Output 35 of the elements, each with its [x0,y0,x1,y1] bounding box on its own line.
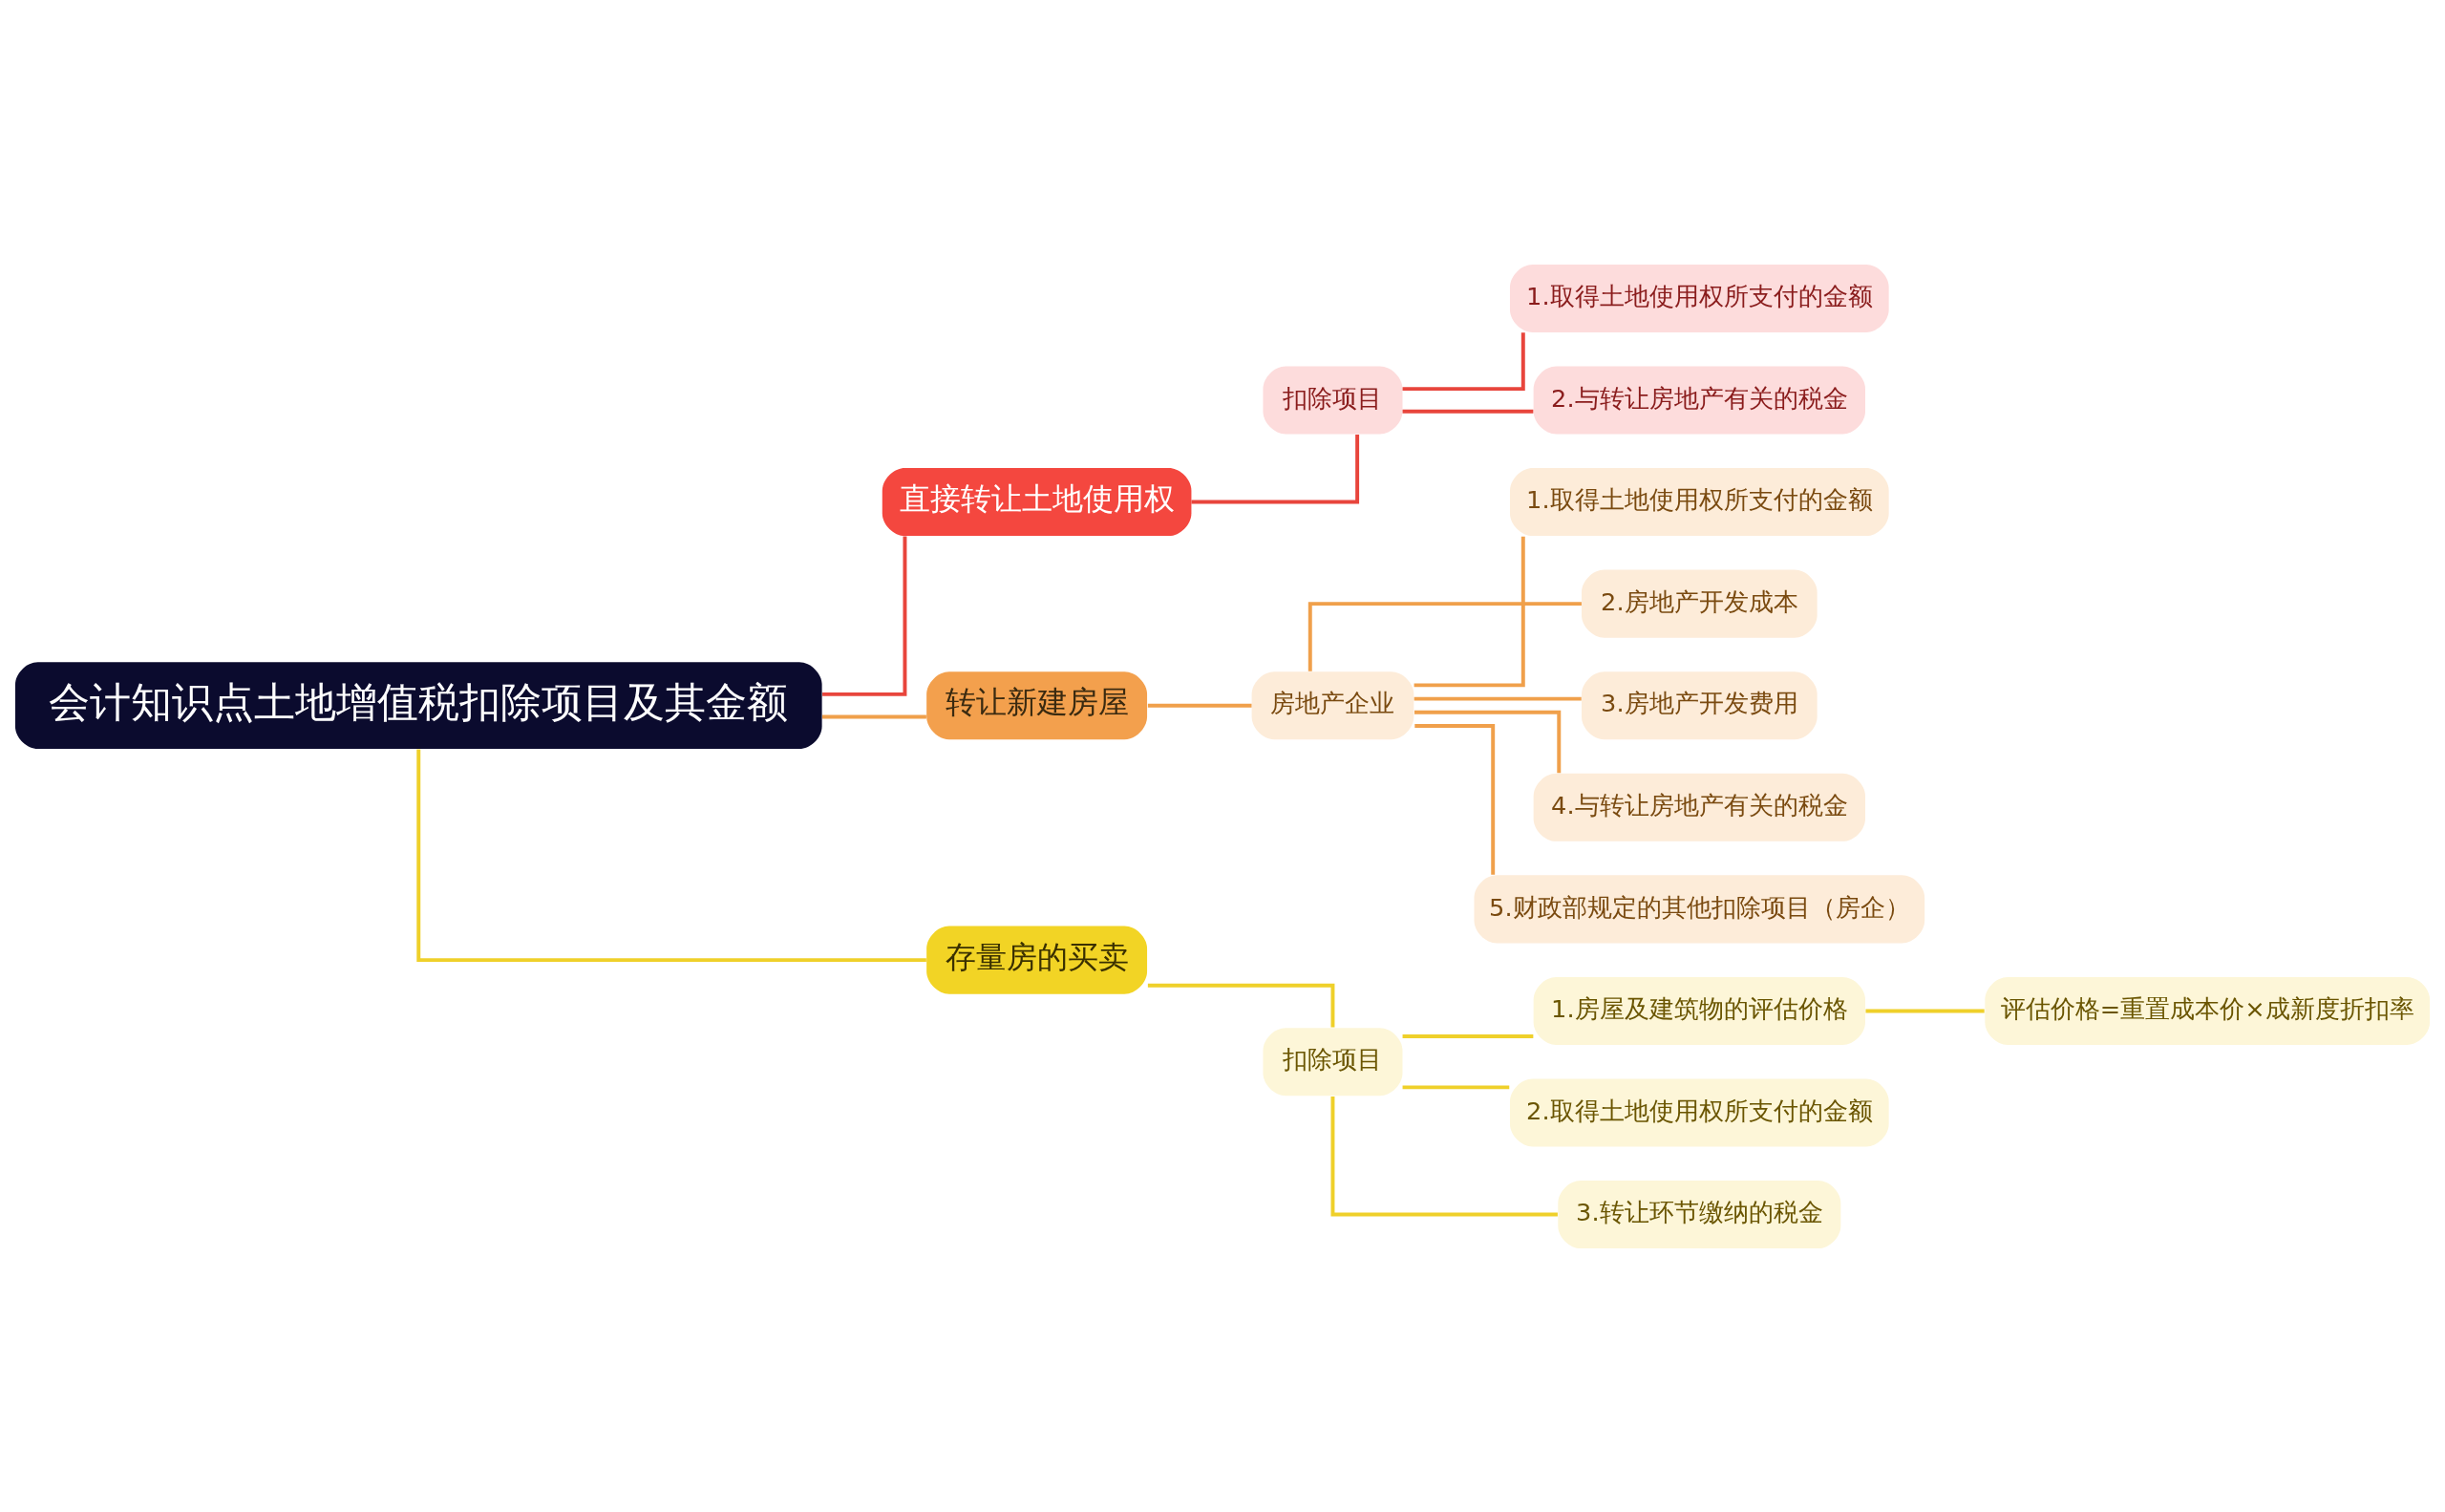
connector [1308,601,1582,671]
node-box: 会计知识点土地增值税扣除项目及其金额 [14,661,822,749]
node-box: 1.取得土地使用权所支付的金额 [1509,264,1889,332]
node-box: 3.转让环节缴纳的税金 [1558,1180,1841,1248]
connector [1402,1084,1510,1089]
node-box: 2.与转让房地产有关的税金 [1533,365,1865,434]
connector [416,749,926,962]
connector [1414,696,1582,701]
node-box: 2.取得土地使用权所支付的金额 [1509,1078,1889,1147]
connector [1147,983,1335,1027]
node-box: 转让新建房屋 [926,671,1148,739]
node-box: 房地产企业 [1251,671,1414,739]
connector [1402,1033,1534,1038]
connector [1865,1008,1985,1012]
node-box: 存量房的买卖 [926,926,1148,994]
connector [822,714,926,719]
node-box: 扣除项目 [1263,1027,1403,1096]
connector [1402,331,1525,391]
node-box: 3.房地产开发费用 [1581,671,1818,739]
node-box: 1.取得土地使用权所支付的金额 [1509,467,1889,536]
connector [1414,710,1562,773]
connector [1414,723,1496,875]
connector [1402,409,1534,414]
node-box: 评估价格=重置成本价×成新度折扣率 [1985,976,2431,1045]
node-box: 4.与转让房地产有关的税金 [1533,773,1865,841]
connector [1330,1096,1558,1217]
node-box: 2.房地产开发成本 [1581,569,1818,638]
node-box: 5.财政部规定的其他扣除项目（房企） [1474,874,1925,943]
connector [822,536,907,696]
connector [1191,434,1360,504]
node-box: 扣除项目 [1263,365,1403,434]
connector [1414,536,1525,687]
node-box: 1.房屋及建筑物的评估价格 [1533,976,1865,1045]
node-box: 直接转让土地使用权 [882,467,1192,536]
connector [1147,703,1252,708]
